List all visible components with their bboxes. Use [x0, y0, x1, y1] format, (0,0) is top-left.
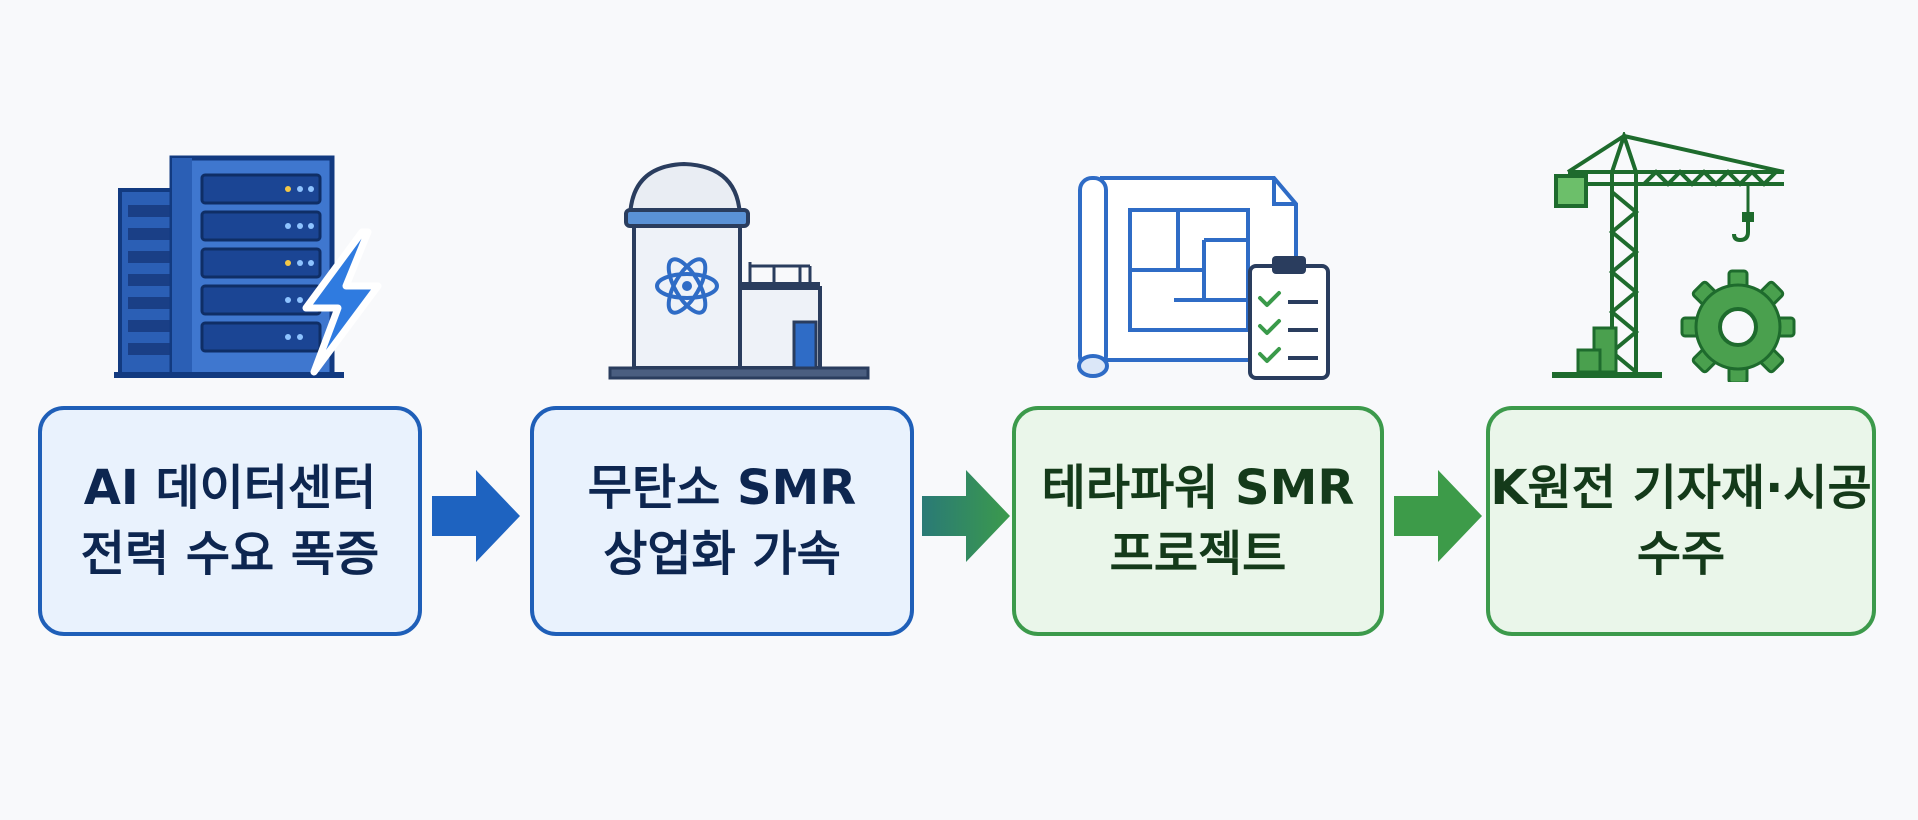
step-label-1: AI 데이터센터 전력 수요 폭증: [80, 460, 380, 582]
step-box-1: AI 데이터센터 전력 수요 폭증: [38, 406, 422, 636]
step-box-3: 테라파워 SMR 프로젝트: [1012, 406, 1384, 636]
arrow-right-icon: [432, 470, 520, 562]
arrow-right-icon: [922, 470, 1010, 562]
step-label-2: 무탄소 SMR 상업화 가속: [587, 460, 857, 582]
step-box-4: K원전 기자재·시공 수주: [1486, 406, 1876, 636]
crane-gear-icon: [1552, 132, 1796, 382]
step-label-4: K원전 기자재·시공 수주: [1490, 460, 1872, 582]
step-label-3: 테라파워 SMR 프로젝트: [1041, 460, 1355, 582]
arrow-right-icon: [1394, 470, 1482, 562]
nuclear-reactor-icon: [608, 161, 870, 380]
step-box-2: 무탄소 SMR 상업화 가속: [530, 406, 914, 636]
server-lightning-icon: [114, 155, 382, 378]
blueprint-checklist-icon: [1077, 176, 1330, 380]
